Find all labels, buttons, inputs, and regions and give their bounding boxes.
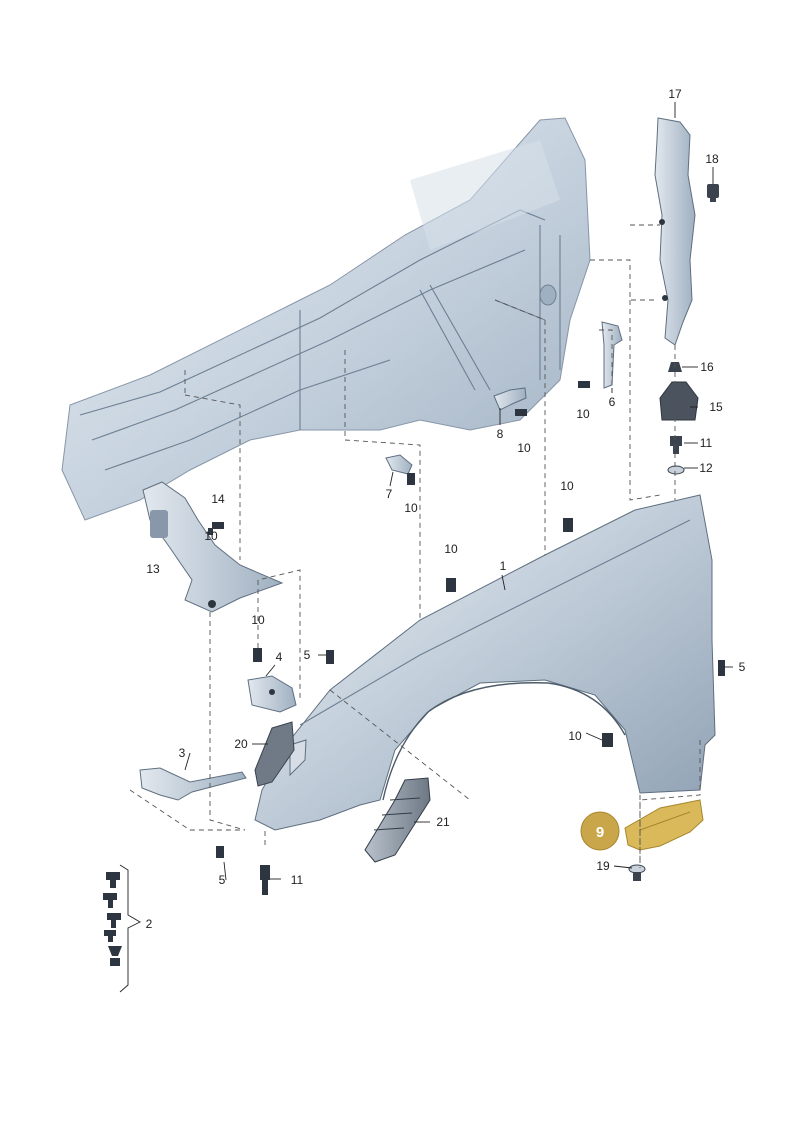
part-12-washer [667, 465, 685, 475]
highlight-circle [580, 811, 620, 851]
callout-10-fender-right: 10 [560, 479, 574, 493]
part-19-clip [628, 864, 646, 881]
callout-18: 18 [705, 152, 719, 166]
callout-17: 17 [668, 87, 682, 101]
callout-13: 13 [146, 562, 160, 576]
part-7-bracket [385, 454, 413, 475]
part-4-bracket [247, 675, 297, 713]
callout-8: 8 [497, 427, 504, 441]
callout-5-right: 5 [739, 660, 746, 674]
callout-11-bottom: 11 [291, 873, 304, 887]
callout-10-part8: 10 [517, 441, 531, 455]
callout-10-part6: 10 [576, 407, 590, 421]
callout-5-left: 5 [304, 648, 311, 662]
callout-10-bracket: 10 [204, 529, 218, 543]
part-17-bracket [654, 117, 696, 346]
callout-5-bottom: 5 [219, 873, 226, 887]
callout-10-fender-left: 10 [444, 542, 458, 556]
callout-10-wheel-arch: 10 [568, 729, 582, 743]
part-2-fastener-set [103, 872, 122, 966]
part-11-bolt-upper [670, 436, 682, 454]
callout-10-part4: 10 [251, 613, 265, 627]
part-21-vent [364, 777, 431, 863]
callout-3: 3 [179, 746, 186, 760]
callout-7: 7 [386, 487, 393, 501]
callout-2: 2 [146, 917, 153, 931]
callout-1: 1 [500, 559, 507, 573]
callout-labels: 1 2 3 4 5 5 5 6 7 8 10 10 10 10 10 10 10… [146, 87, 746, 931]
part-9-bracket-highlighted [624, 799, 704, 851]
callout-10-part7: 10 [404, 501, 418, 515]
part-20-support [254, 721, 295, 787]
body-structure [61, 117, 591, 521]
callout-11-upper: 11 [700, 436, 713, 450]
callout-15: 15 [709, 400, 723, 414]
callout-14: 14 [211, 492, 225, 506]
callout-4: 4 [276, 650, 283, 664]
part-3-bracket [139, 767, 247, 801]
callout-21: 21 [436, 815, 450, 829]
callout-9: 9 [596, 824, 604, 841]
callout-16: 16 [700, 360, 714, 374]
callout-19: 19 [596, 859, 610, 873]
leader-lines [119, 102, 733, 993]
callout-9-badge: 9 [580, 811, 620, 851]
part-18-clip [707, 184, 719, 202]
part-13-bracket [142, 481, 284, 613]
part-1-fender [254, 494, 716, 831]
alignment-lines [129, 224, 701, 868]
callout-20: 20 [234, 737, 248, 751]
part-15-mount [659, 381, 699, 421]
callout-6: 6 [609, 395, 616, 409]
callout-12: 12 [699, 461, 713, 475]
fasteners [208, 381, 725, 895]
